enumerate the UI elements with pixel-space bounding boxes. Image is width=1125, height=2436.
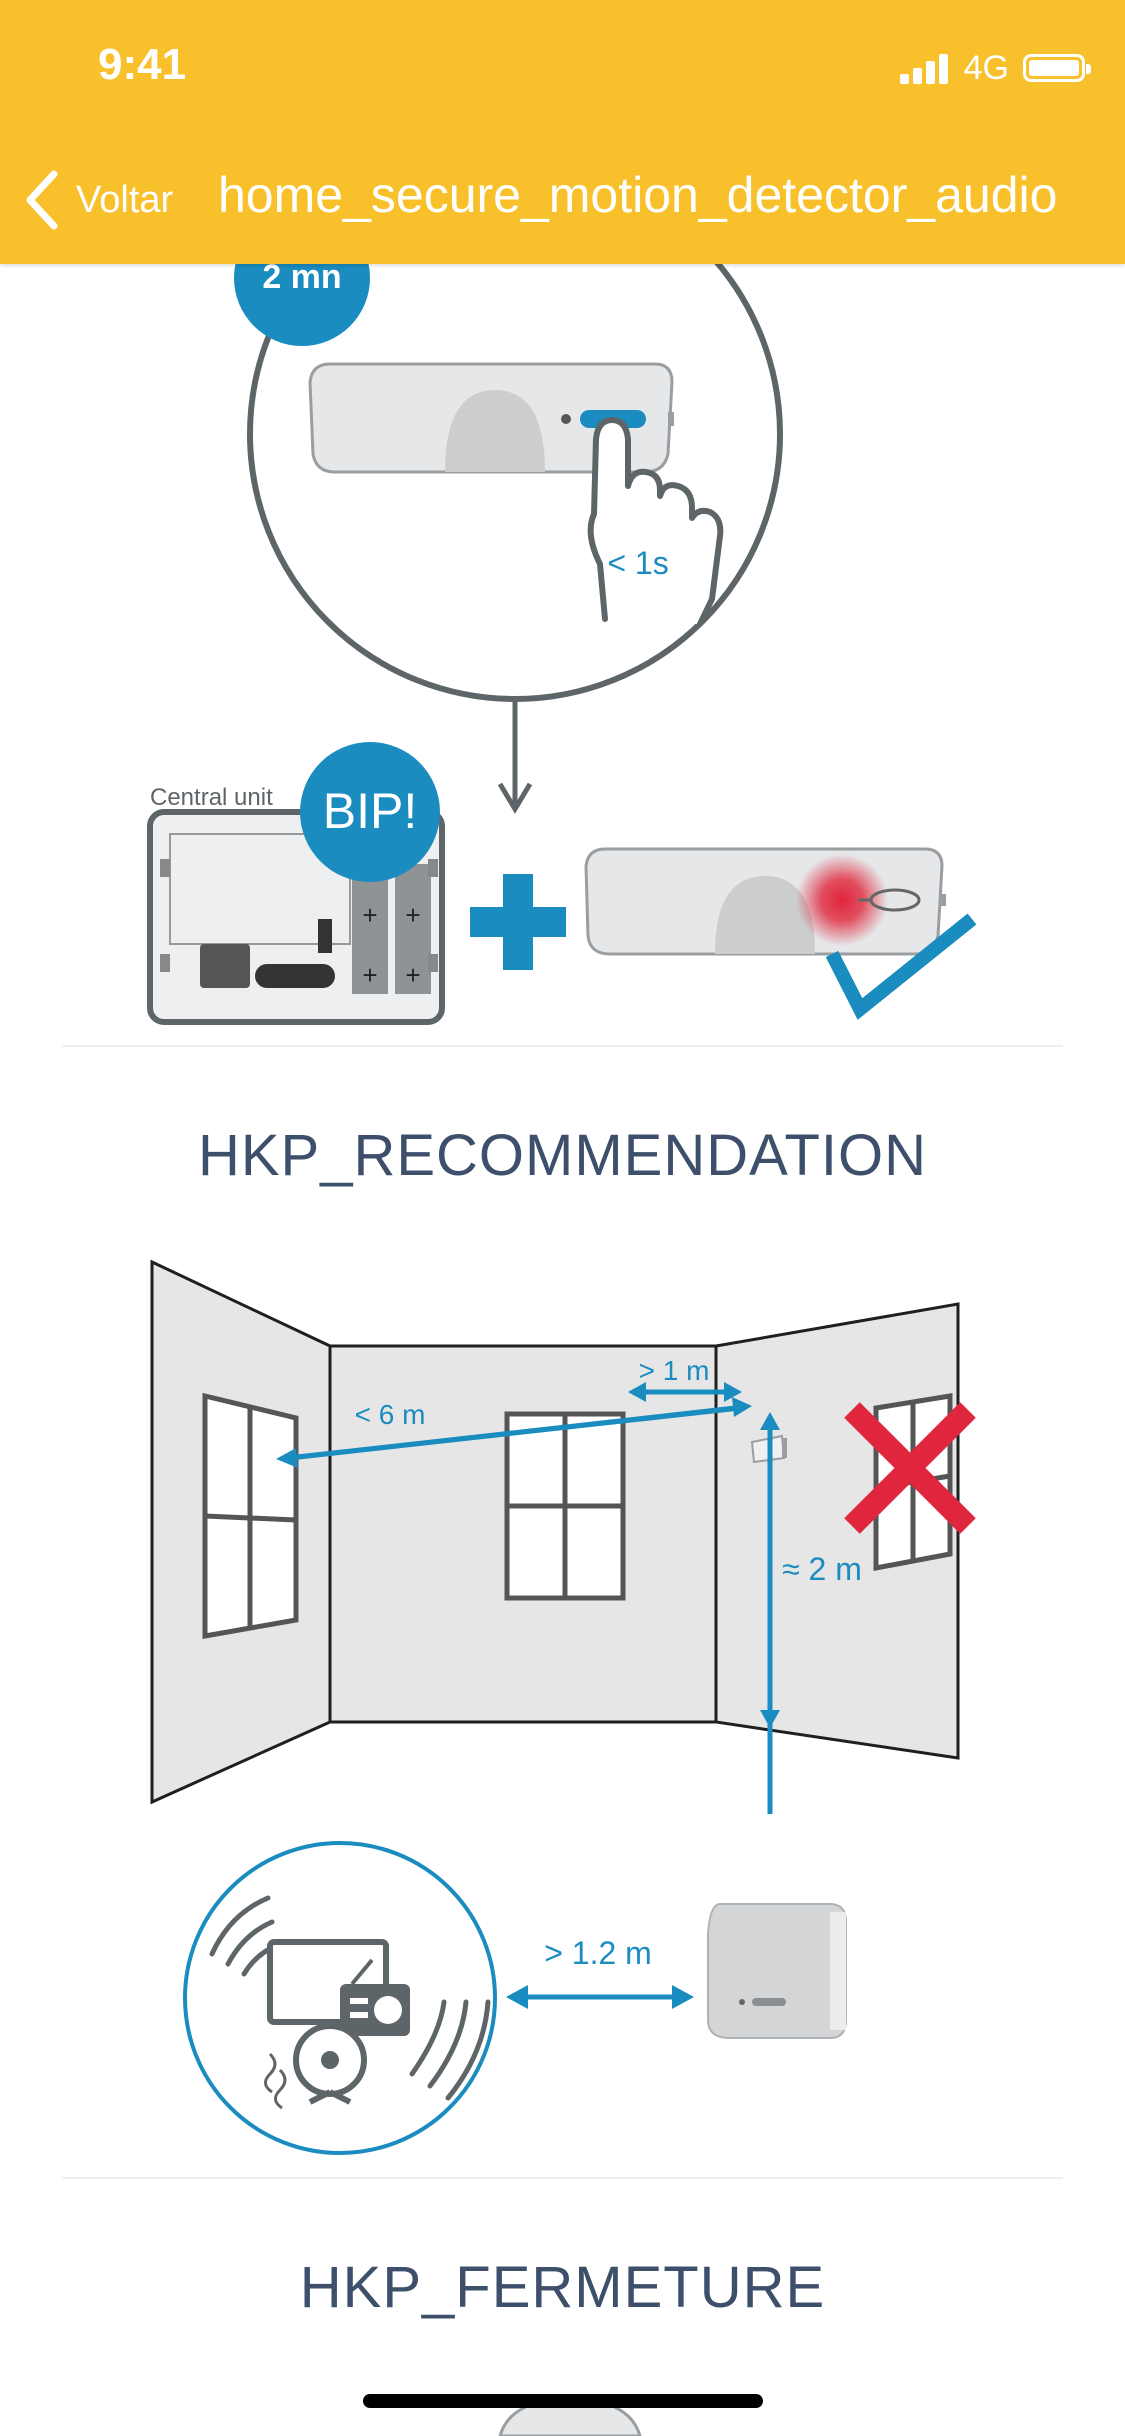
network-type: 4G <box>963 48 1009 87</box>
navigation-header: 9:41 4G Voltar home_secure_motion_detect… <box>0 0 1125 264</box>
divider <box>62 1045 1063 1047</box>
divider <box>62 2177 1063 2179</box>
central-unit-label: Central unit <box>150 784 273 811</box>
pressing-hand-icon <box>587 417 724 627</box>
radio-icon <box>340 1958 410 2036</box>
svg-text:+: + <box>362 960 377 990</box>
scroll-content[interactable]: < 1s 2 mn + + + + Central unit BIP! <box>0 264 1125 2436</box>
interference-distance-label: > 1.2 m <box>544 1935 652 1971</box>
closing-title: HKP_FERMETURE <box>299 2255 826 2320</box>
fan-icon <box>293 2023 367 2105</box>
svg-text:+: + <box>362 900 377 930</box>
recommendation-title: HKP_RECOMMENDATION <box>197 1123 928 1188</box>
signal-icon <box>899 52 952 84</box>
home-indicator[interactable] <box>363 2394 763 2408</box>
svg-text:+: + <box>405 960 420 990</box>
bip-badge <box>300 742 440 882</box>
press-duration-text: < 1s <box>607 545 668 581</box>
window-center <box>504 1411 626 1601</box>
battery-icon <box>1023 54 1091 82</box>
airflow-icon <box>264 2052 287 2110</box>
status-time: 9:41 <box>98 40 187 89</box>
status-indicators: 4G <box>899 48 1091 88</box>
back-button[interactable]: Voltar <box>22 160 173 240</box>
motion-detector-side <box>707 1903 847 2039</box>
plus-icon <box>470 874 566 970</box>
bip-label: BIP! <box>323 783 417 839</box>
pairing-illustration: < 1s 2 mn + + + + Central unit BIP! <box>147 264 977 1025</box>
wall-distance-label: > 1 m <box>639 1355 710 1386</box>
motion-detector-led-on <box>584 847 946 956</box>
closing-illustration-partial <box>498 2396 642 2436</box>
sound-waves-icon <box>209 1895 491 2101</box>
cross-icon <box>844 1402 976 1534</box>
room-placement-diagram: < 6 m > 1 m ≈ 2 m <box>150 1259 976 1814</box>
motion-detector-closeup <box>308 362 674 474</box>
timer-label: 2 mn <box>262 264 341 296</box>
interference-diagram: > 1.2 m <box>183 1841 847 2155</box>
range-label: < 6 m <box>355 1399 426 1430</box>
back-label: Voltar <box>76 178 174 221</box>
window-left <box>202 1392 299 1639</box>
timer-badge <box>234 264 370 346</box>
chevron-left-icon <box>26 170 58 230</box>
page-title: home_secure_motion_detector_audio <box>218 167 1058 223</box>
height-label: ≈ 2 m <box>782 1551 862 1587</box>
checkmark-icon <box>825 913 977 1020</box>
svg-text:+: + <box>405 900 420 930</box>
